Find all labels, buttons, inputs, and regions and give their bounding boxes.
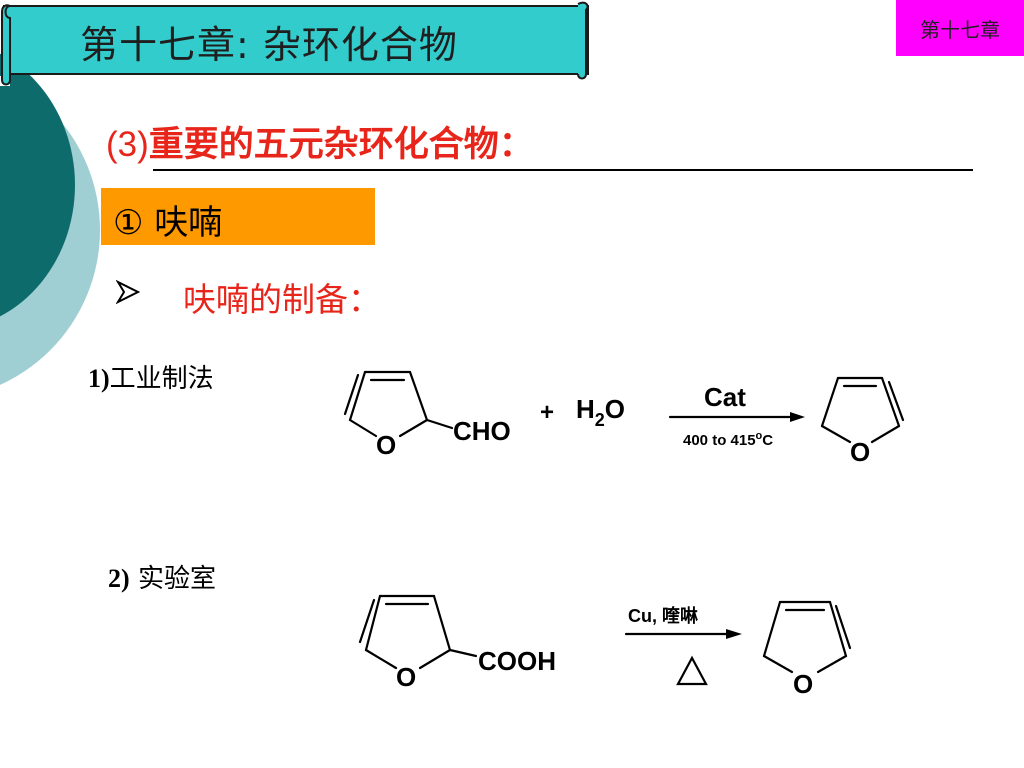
furan-product-2 bbox=[762, 600, 852, 674]
water-h: H bbox=[576, 394, 595, 424]
method1-label: 1)工业制法 bbox=[88, 358, 214, 395]
catalyst-label: Cat bbox=[704, 382, 746, 412]
decor-circle-dark bbox=[0, 53, 75, 317]
title-banner bbox=[1, 1, 589, 86]
banner-left-curl bbox=[1, 4, 11, 86]
method1-number: 1) bbox=[88, 364, 110, 393]
method1-text: 工业制法 bbox=[109, 364, 214, 394]
aldehyde-group: CHO bbox=[453, 416, 511, 446]
furfural-ring bbox=[343, 370, 454, 438]
furoic-acid-ring bbox=[358, 594, 478, 670]
banner-body bbox=[3, 5, 589, 75]
heat-triangle-icon bbox=[676, 655, 708, 686]
subsection-label: ① 呋喃 bbox=[113, 203, 223, 243]
preparation-heading: 呋喃的制备： bbox=[183, 280, 381, 319]
water-subscript: 2 bbox=[595, 410, 605, 430]
method2-number: 2) bbox=[108, 564, 130, 593]
temperature-unit: C bbox=[762, 432, 773, 449]
degree-symbol: o bbox=[756, 430, 763, 442]
section-heading: (3)重要的五元杂环化合物： bbox=[106, 116, 534, 167]
temperature-value: 400 to 415 bbox=[683, 432, 756, 449]
method2-label: 2) 实验室 bbox=[108, 558, 216, 595]
arrowhead-1 bbox=[790, 412, 805, 422]
heading-underline bbox=[153, 169, 973, 171]
method2-text: 实验室 bbox=[137, 564, 216, 594]
banner-right-curl bbox=[577, 1, 589, 80]
plus-sign: + bbox=[540, 399, 554, 426]
furoic-oxygen: O bbox=[396, 662, 416, 692]
furan1-oxygen: O bbox=[850, 437, 870, 467]
reagent-label: Cu, 喹啉 bbox=[628, 605, 698, 626]
chapter-tag[interactable]: 第十七章 bbox=[896, 0, 1024, 56]
arrowhead-2 bbox=[726, 629, 742, 639]
section-number: (3) bbox=[106, 125, 149, 164]
section-heading-text: 重要的五元杂环化合物： bbox=[148, 125, 534, 165]
water-o: O bbox=[605, 394, 625, 424]
subsection-box bbox=[101, 188, 375, 245]
page-title: 第十七章: 杂环化合物 bbox=[80, 23, 458, 67]
temperature-condition: 400 to 415oC bbox=[683, 430, 773, 449]
arrow-bullet-icon bbox=[116, 280, 140, 304]
furfural-oxygen: O bbox=[376, 430, 396, 460]
furan2-oxygen: O bbox=[793, 669, 813, 699]
carboxyl-group: COOH bbox=[478, 646, 556, 676]
water-formula: H2O bbox=[576, 394, 625, 430]
decorative-circles bbox=[0, 53, 100, 385]
furan-product-1 bbox=[820, 376, 905, 444]
